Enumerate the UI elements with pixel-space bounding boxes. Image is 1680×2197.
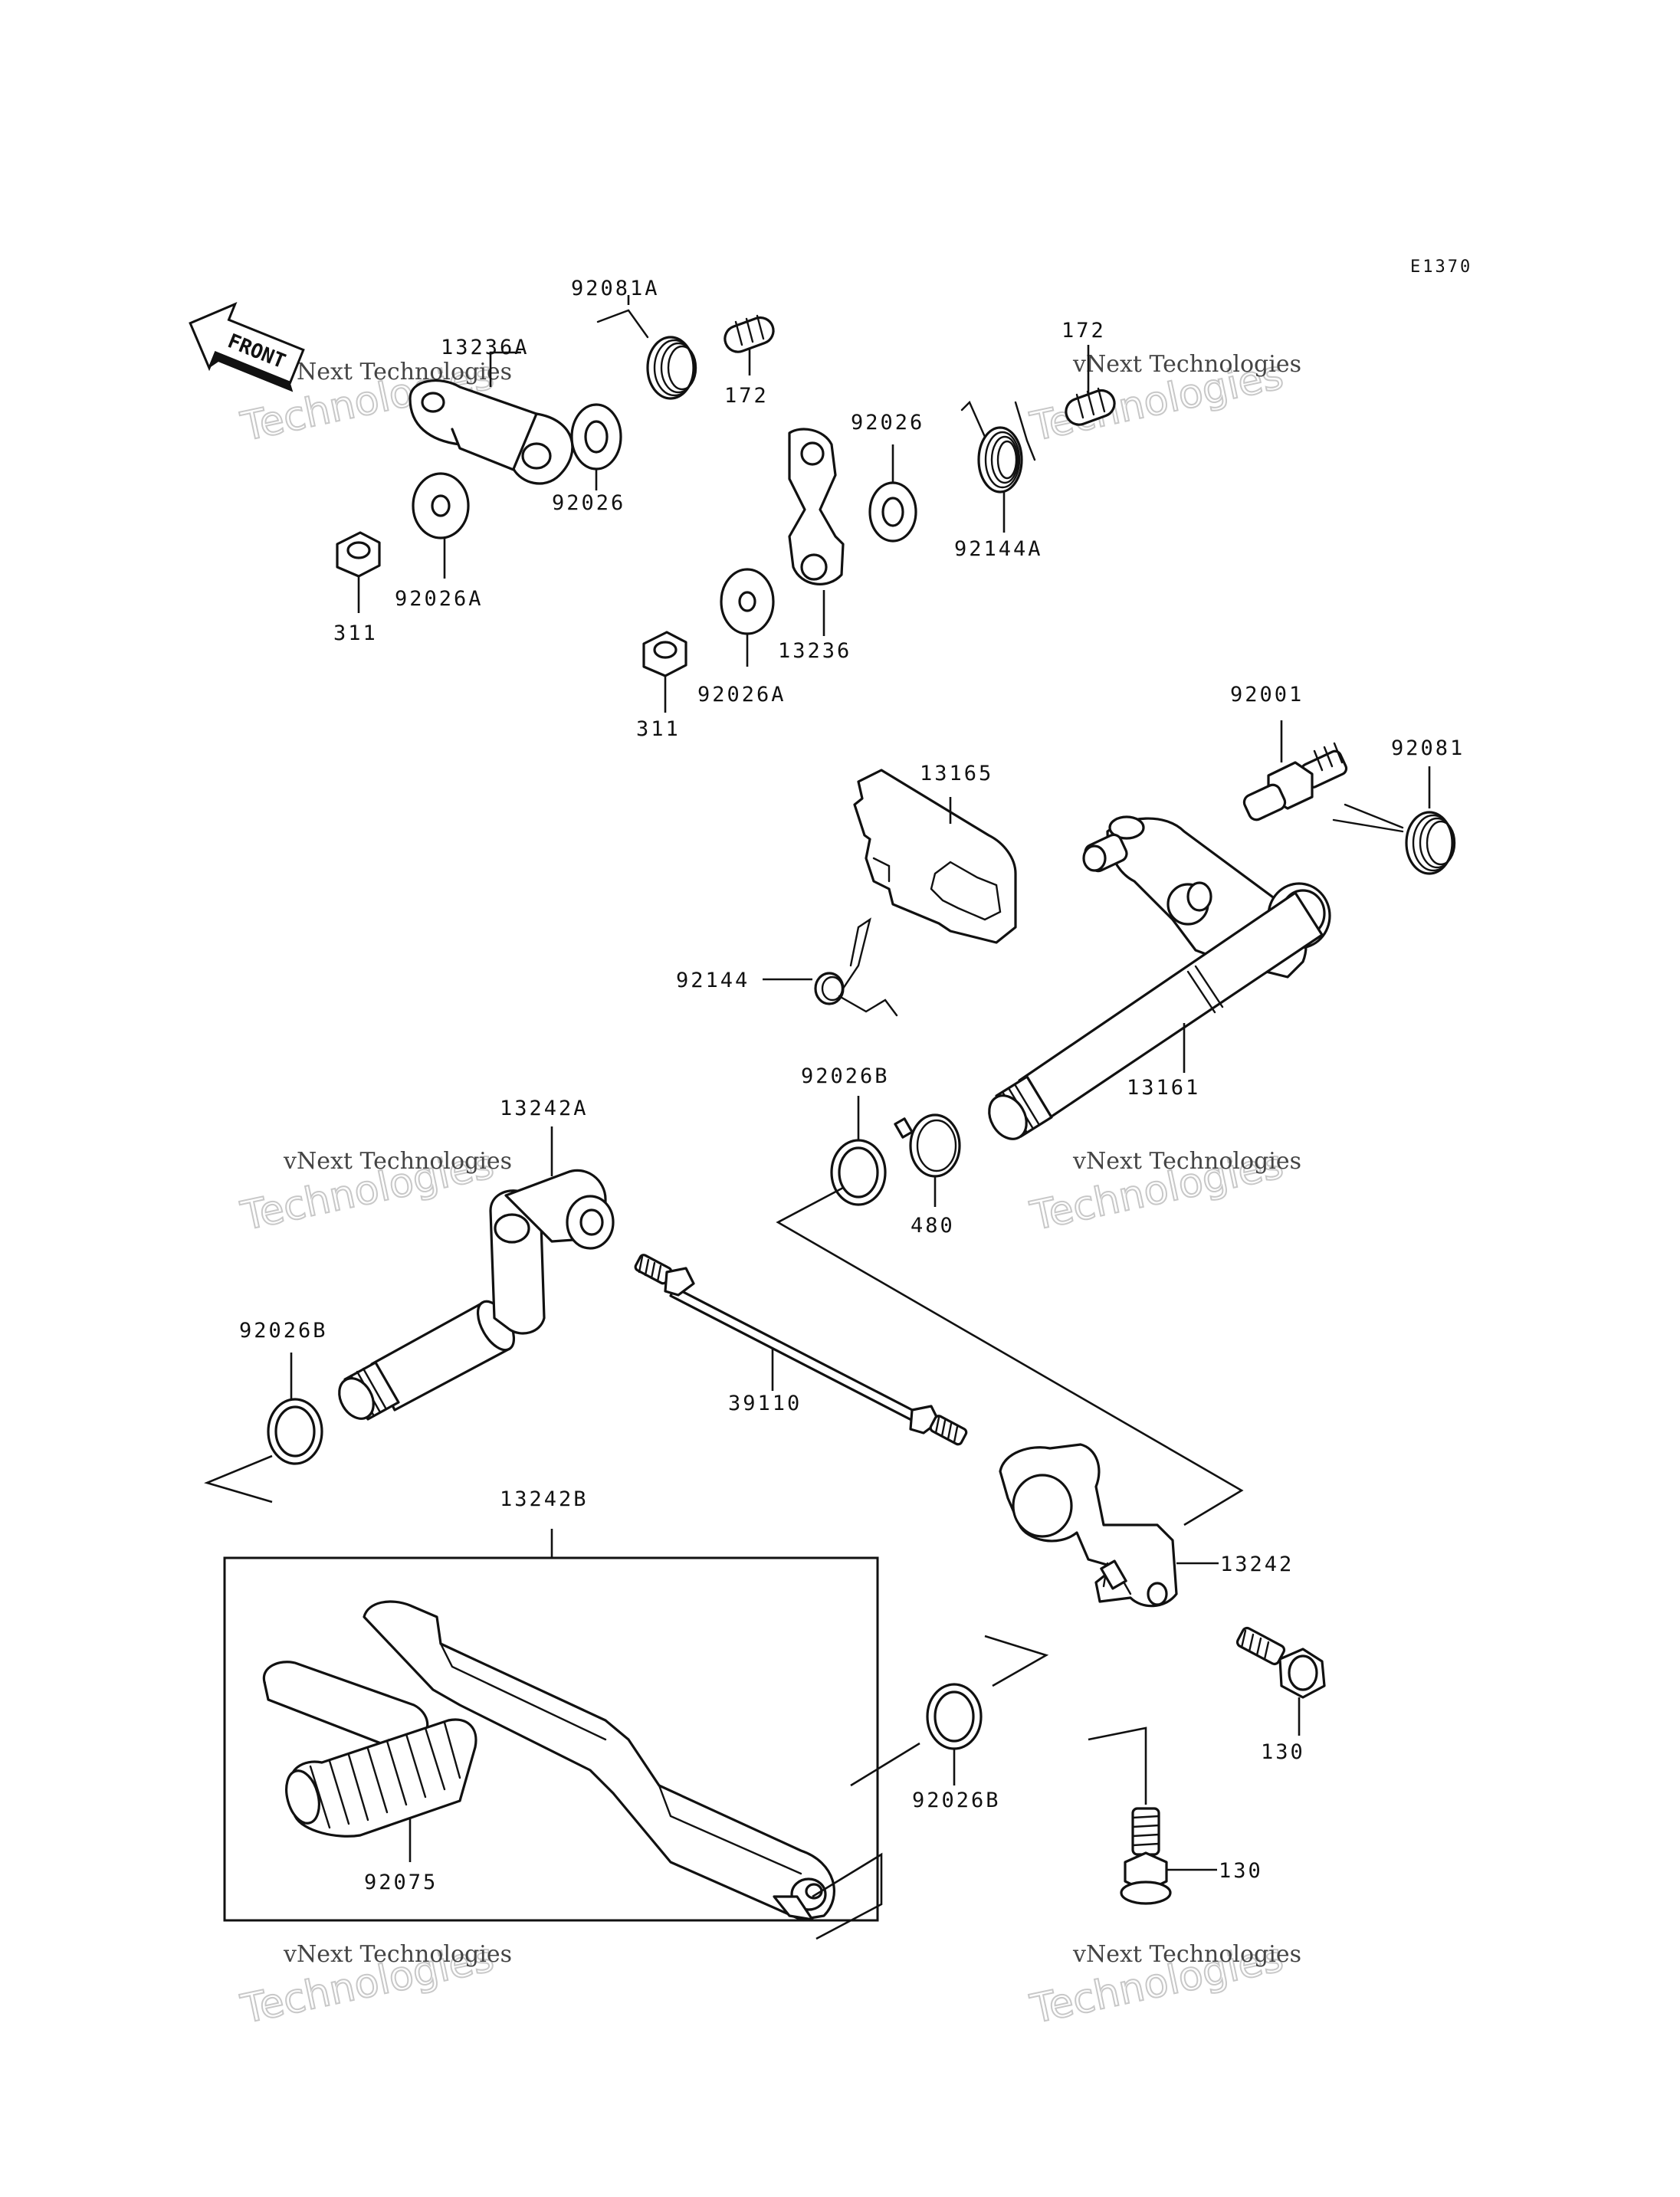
part-label-130a: 130 (1261, 1740, 1305, 1764)
watermark-company: vNext Technologies (1072, 1941, 1301, 1968)
part-label-13242B: 13242B (500, 1487, 589, 1511)
watermark-company: vNext Technologies (283, 1941, 512, 1968)
bolt-130 (1235, 1626, 1326, 1699)
shift-pedal-13242B (262, 1600, 835, 1921)
part-label-92026B-pedal: 92026B (912, 1789, 1001, 1812)
pedal-rubber-92075 (285, 1718, 477, 1838)
washer-92026 (868, 481, 917, 543)
spring-92144 (814, 917, 898, 1017)
part-label-92026Aa: 92026A (395, 587, 484, 611)
part-label-13161: 13161 (1127, 1076, 1200, 1100)
shift-lever-13236 (788, 428, 845, 585)
washer-92026A (412, 472, 470, 539)
part-label-130b: 130 (1219, 1859, 1263, 1883)
pin-172 (724, 314, 775, 353)
washer-92026A (720, 568, 775, 635)
shift-arm-13242A (338, 1169, 615, 1421)
part-label-92026B-top: 92026B (801, 1064, 890, 1088)
assembly-guide-line (850, 1742, 920, 1787)
torsion-spring-92081A (596, 309, 697, 400)
part-label-172a: 172 (724, 384, 769, 408)
hex-nut-311 (642, 631, 687, 677)
washer-92026B (830, 1139, 887, 1206)
watermark-company: vNext Technologies (1072, 351, 1301, 378)
stopper-bolt-92001 (1242, 742, 1348, 821)
leader-line (489, 351, 521, 387)
part-label-92026B-left: 92026B (239, 1319, 328, 1343)
tie-rod-39110 (634, 1254, 968, 1446)
part-label-311b: 311 (636, 717, 681, 741)
watermark-mid-right: Technologies vNext Technologies (1025, 1141, 1301, 1241)
watermark-company: vNext Technologies (1072, 1148, 1301, 1175)
part-label-480: 480 (911, 1214, 955, 1238)
part-label-92026a: 92026 (552, 491, 625, 515)
torsion-spring-92081 (1332, 803, 1456, 875)
washer-92026B (267, 1398, 323, 1465)
assembly-guide-line (776, 1186, 1244, 1526)
pin-172 (1065, 387, 1116, 426)
part-label-172b: 172 (1061, 319, 1106, 343)
part-label-13242A: 13242A (500, 1097, 589, 1120)
part-label-92026b: 92026 (851, 411, 924, 434)
shift-lever-13236A (409, 379, 574, 485)
shift-shaft-13161 (988, 815, 1331, 1140)
part-label-311a: 311 (333, 621, 378, 645)
part-label-92144: 92144 (676, 969, 750, 992)
plate-13165 (853, 769, 1017, 944)
assembly-guide-line (204, 1454, 273, 1503)
washer-92026B (926, 1683, 983, 1750)
watermark-top-right: Technologies vNext Technologies (1025, 351, 1301, 451)
part-label-92081: 92081 (1391, 736, 1465, 760)
shift-arm-13242 (999, 1443, 1178, 1608)
hex-nut-311 (336, 531, 381, 578)
watermark-bottom-left: Technologies vNext Technologies (236, 1934, 512, 2034)
watermark-company: vNext Technologies (283, 359, 512, 385)
torsion-spring-92144A (960, 400, 1036, 494)
watermark-mid-left: Technologies vNext Technologies (236, 1141, 512, 1241)
part-label-13165: 13165 (920, 762, 993, 785)
assembly-guide-line (812, 1852, 883, 1940)
assembly-guide-line (1088, 1726, 1147, 1805)
part-label-13236: 13236 (778, 639, 851, 663)
diagram-code: E1370 (1410, 257, 1472, 277)
assembly-guide-line (984, 1635, 1049, 1687)
part-label-92075: 92075 (364, 1871, 438, 1894)
part-label-92081A: 92081A (571, 277, 660, 300)
watermark-bottom-right: Technologies vNext Technologies (1025, 1934, 1301, 2034)
part-label-92001: 92001 (1230, 683, 1304, 707)
bolt-130 (1120, 1807, 1172, 1905)
part-label-13236A: 13236A (441, 336, 530, 359)
part-label-92144A: 92144A (954, 537, 1043, 561)
watermark-company: vNext Technologies (283, 1148, 512, 1175)
part-label-92026Ab: 92026A (697, 683, 786, 707)
circlip-480 (894, 1113, 961, 1178)
part-label-39110: 39110 (728, 1392, 802, 1415)
washer-92026 (570, 403, 622, 471)
part-label-13242: 13242 (1220, 1553, 1294, 1576)
